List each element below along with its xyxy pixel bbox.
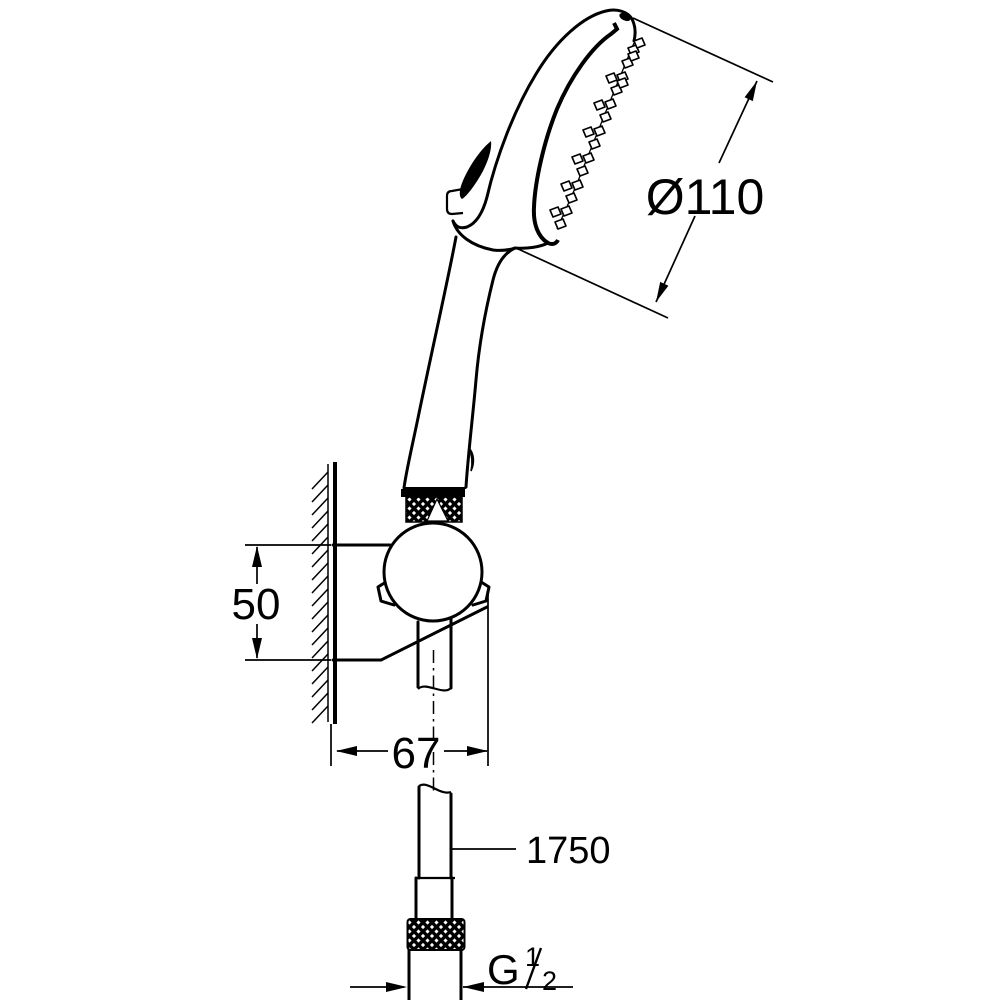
handle-right-edge (464, 246, 517, 489)
dim-thread: G 1 2 (350, 942, 573, 996)
back-clip-crescent (459, 141, 492, 199)
ball-joint (376, 521, 491, 623)
connector-cap (401, 489, 465, 497)
dim-hose-length-label: 1750 (526, 830, 611, 872)
dim-height-label: 50 (232, 580, 281, 629)
bracket-cone-edge (379, 605, 489, 662)
dim-thread-label-g: G (487, 946, 520, 993)
mode-button-bump (468, 447, 475, 472)
head-shell-bottom-sweep (451, 219, 517, 252)
union-nut-knurled (406, 918, 466, 951)
wall-hatching (311, 471, 329, 724)
dim-height-arrow-bottom (252, 638, 262, 659)
spray-face-rim-bottom (514, 241, 549, 250)
back-clip-tab (445, 187, 464, 216)
dim-head-diameter: Ø110 (515, 17, 774, 319)
dim-diameter-arrow-top (744, 81, 757, 102)
dim-holder-height: 50 (232, 544, 331, 661)
head-outline-left (451, 9, 608, 230)
dim-thread-fraction-slash (524, 947, 543, 990)
dim-hose-length: 1750 (451, 830, 611, 872)
dim-height-arrow-top (252, 546, 262, 567)
dim-diameter-ext-line-bottom (515, 247, 669, 319)
nut-knurl-band (406, 918, 466, 951)
dim-thread-label-numerator: 1 (525, 942, 540, 972)
dim-offset-arrow-right (467, 746, 488, 756)
dim-offset-label: 67 (392, 729, 441, 778)
hose-break-line-top (417, 685, 452, 692)
wall-bracket (331, 543, 489, 662)
ball-joint-circle (382, 521, 484, 623)
handle-connector (401, 489, 465, 523)
hose-break-line-bottom (418, 783, 452, 794)
dim-thread-label-denominator: 2 (542, 966, 557, 996)
head-outline-top-right (604, 8, 637, 43)
dim-thread-arrow-right (463, 982, 484, 992)
wall-section (311, 462, 337, 724)
spray-face-nozzles (549, 37, 646, 230)
dim-holder-offset: 67 (330, 591, 489, 778)
connector-index-triangle (426, 497, 449, 522)
handle-group (402, 235, 517, 490)
spray-face-rim (531, 22, 620, 246)
dim-diameter-ext-line-top (632, 17, 774, 83)
shower-head-group (445, 8, 646, 252)
thread-connector-cylinder (407, 948, 463, 1000)
dim-offset-arrow-left (336, 746, 357, 756)
dim-diameter-arrow-bottom (656, 281, 669, 302)
dim-thread-arrow-left (386, 982, 407, 992)
shower-hose (414, 617, 455, 921)
handle-left-edge (402, 235, 458, 490)
dim-diameter-label: Ø110 (646, 169, 765, 225)
head-top-detail-dot (619, 12, 631, 22)
